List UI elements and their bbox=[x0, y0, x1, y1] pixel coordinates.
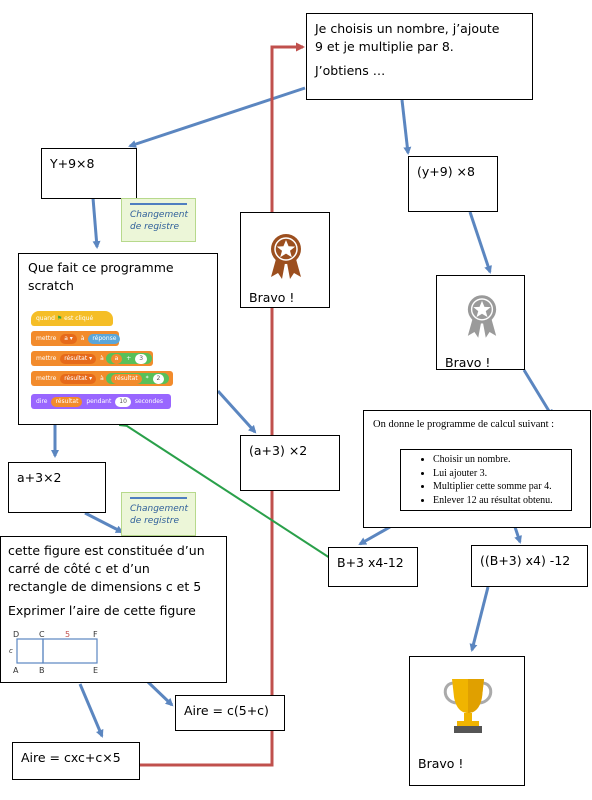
label-D: D bbox=[13, 630, 19, 639]
figure-line3: rectangle de dimensions c et 5 bbox=[8, 579, 202, 595]
label-E: E bbox=[93, 666, 98, 675]
start-line1: Je choisis un nombre, j’ajoute bbox=[315, 21, 500, 36]
calc-step-4: Enlever 12 au résultat obtenu. bbox=[433, 494, 565, 508]
label-5: 5 bbox=[65, 630, 70, 639]
expr-y-left-box: Y+9×8 bbox=[41, 148, 137, 199]
scratch-when-flag-block: quand ⚑ est cliqué bbox=[31, 311, 113, 326]
arrow-scratch-to-aright bbox=[216, 389, 257, 434]
calc-program-box: On donne le programme de calcul suivant … bbox=[363, 410, 591, 528]
arrow-bright-to-bravo3 bbox=[469, 586, 490, 652]
arrow-yleft-to-scratch bbox=[91, 197, 101, 249]
note1-line2: de registre bbox=[130, 222, 180, 233]
note2-line2: de registre bbox=[130, 516, 180, 527]
calc-step-3: Multiplier cette somme par 4. bbox=[433, 480, 565, 494]
arrow-aleft-to-figure bbox=[84, 511, 124, 534]
arrow-program-to-bright bbox=[513, 526, 522, 544]
square-rectangle-figure: D C 5 F c A B E bbox=[9, 630, 98, 675]
start-line2: 9 et je multiplie par 8. bbox=[315, 39, 454, 55]
arrow-top-to-yleft bbox=[128, 86, 306, 148]
expr-b-left-box: B+3 x4-12 bbox=[328, 547, 418, 587]
area-right-box: Aire = c(5+c) bbox=[175, 695, 285, 731]
expr-b-right-box: ((B+3) x4) -12 bbox=[471, 545, 588, 587]
expr-a-left-box: a+3×2 bbox=[8, 462, 106, 513]
scratch-program-image: quand ⚑ est cliqué mettre a ▾ à réponse … bbox=[31, 294, 189, 421]
expr-y-left: Y+9×8 bbox=[50, 156, 95, 171]
calc-program-steps: Choisir un nombre. Lui ajouter 3. Multip… bbox=[400, 449, 572, 511]
bravo-label-1: Bravo ! bbox=[249, 290, 295, 305]
start-line3: J’obtiens … bbox=[315, 63, 386, 79]
note1-line1: Changement bbox=[130, 210, 188, 220]
figure-line4: Exprimer l’aire de cette figure bbox=[8, 603, 196, 619]
figure-box: cette figure est constituée d’un carré d… bbox=[0, 536, 227, 683]
area-right: Aire = c(5+c) bbox=[184, 703, 269, 718]
bravo-label-2: Bravo ! bbox=[445, 355, 491, 370]
calc-step-1: Choisir un nombre. bbox=[433, 453, 565, 467]
figure-line2: carré de côté c et d’un bbox=[8, 561, 150, 577]
trophy-icon bbox=[443, 679, 493, 733]
arrow-top-to-yright bbox=[400, 99, 412, 155]
note2-line1: Changement bbox=[130, 504, 188, 514]
start-box: Je choisis un nombre, j’ajoute 9 et je m… bbox=[306, 13, 533, 100]
expr-a-left: a+3×2 bbox=[17, 470, 62, 485]
bravo-bronze-box: Bravo ! bbox=[240, 212, 330, 308]
arrow-figure-to-airer bbox=[146, 680, 174, 707]
register-change-note-2: Changement de registre bbox=[121, 492, 196, 536]
scratch-set-res-plus-block: mettre résultat ▾ à a + 3 bbox=[31, 351, 153, 366]
label-B: B bbox=[39, 666, 45, 675]
area-left: Aire = cxc+c×5 bbox=[21, 750, 121, 765]
bravo-label-3: Bravo ! bbox=[418, 756, 464, 771]
green-flag-icon: ⚑ bbox=[56, 315, 63, 322]
bronze-medal-icon bbox=[271, 234, 301, 279]
expr-b-left: B+3 x4-12 bbox=[337, 555, 404, 570]
scratch-set-res-times-block: mettre résultat ▾ à résultat * 2 bbox=[31, 371, 173, 386]
bravo-gold-box: Bravo ! bbox=[409, 656, 525, 786]
label-A: A bbox=[13, 666, 19, 675]
arrow-green-feedback bbox=[118, 418, 331, 559]
figure-line1: cette figure est constituée d’un bbox=[8, 543, 205, 558]
label-C: C bbox=[39, 630, 45, 639]
scratch-question-line2: scratch bbox=[28, 278, 74, 294]
scratch-set-a-block: mettre a ▾ à réponse bbox=[31, 331, 121, 346]
arrow-red-loop bbox=[140, 42, 305, 767]
expr-y-right: (y+9) ×8 bbox=[417, 164, 475, 179]
arrow-program-to-bleft bbox=[358, 525, 391, 546]
arrow-figure-to-airel bbox=[78, 683, 104, 738]
expr-y-right-box: (y+9) ×8 bbox=[408, 156, 498, 212]
expr-a-right-box: (a+3) ×2 bbox=[240, 435, 340, 491]
register-change-note-1: Changement de registre bbox=[121, 198, 196, 242]
expr-b-right: ((B+3) x4) -12 bbox=[480, 553, 571, 568]
arrow-bravo2-to-program bbox=[522, 369, 554, 418]
label-c: c bbox=[9, 647, 13, 655]
arrow-yright-to-bravo2 bbox=[468, 211, 492, 274]
area-left-box: Aire = cxc+c×5 bbox=[12, 742, 140, 780]
scratch-say-block: dire résultat pendant 10 secondes bbox=[31, 394, 171, 409]
label-F: F bbox=[93, 630, 98, 639]
scratch-question-line1: Que fait ce programme bbox=[28, 260, 174, 275]
silver-medal-icon bbox=[467, 295, 497, 338]
scratch-box: Que fait ce programme scratch quand ⚑ es… bbox=[18, 253, 218, 425]
expr-a-right: (a+3) ×2 bbox=[249, 443, 308, 458]
bravo-silver-box: Bravo ! bbox=[436, 275, 525, 370]
calc-program-intro: On donne le programme de calcul suivant … bbox=[373, 419, 555, 430]
calc-step-2: Lui ajouter 3. bbox=[433, 467, 565, 481]
